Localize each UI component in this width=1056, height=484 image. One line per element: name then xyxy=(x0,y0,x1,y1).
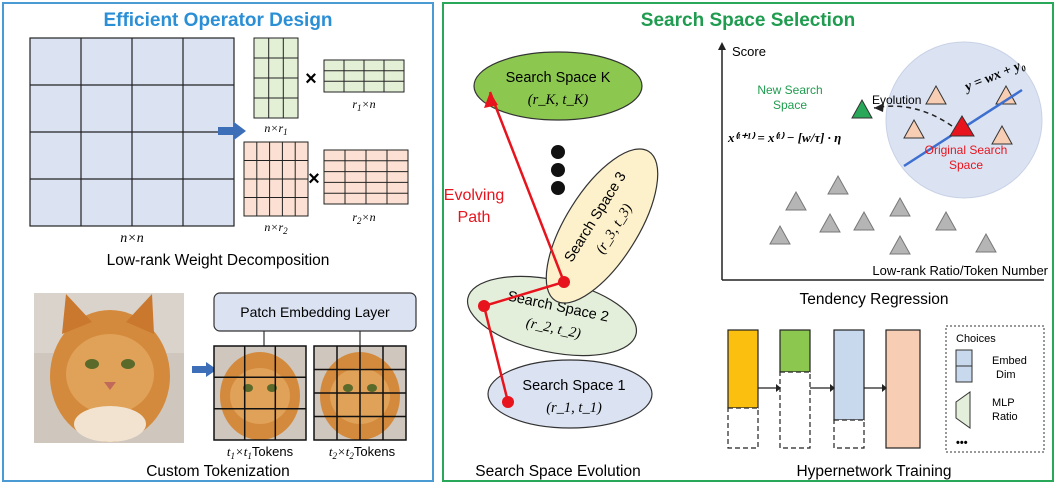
tokenize-arrow-icon xyxy=(192,362,217,377)
choice2-label: Ratio xyxy=(992,411,1018,423)
multiply-icon: × xyxy=(305,68,317,90)
mlp-ratio-icon xyxy=(955,391,971,429)
candidate-points xyxy=(769,174,997,255)
score-axis-label: Score xyxy=(732,44,766,59)
decomposition-caption: Low-rank Weight Decomposition xyxy=(107,252,330,269)
original-space-marker xyxy=(949,115,975,137)
multiply-icon-2: × xyxy=(308,168,320,190)
choices-legend: Choices Embed Dim MLP Ratio ••• xyxy=(945,325,1045,453)
evolving-path-label: Path xyxy=(458,209,491,226)
neighbor-points xyxy=(903,84,1017,145)
new-space-marker xyxy=(851,98,873,119)
regression-plot: Score Low-rank Ratio/Token Number xyxy=(718,41,1049,281)
new-space-label: New Search xyxy=(757,83,822,97)
choice1-label: Dim xyxy=(996,369,1016,381)
factor1-left-matrix xyxy=(253,37,299,119)
original-space-label: Space xyxy=(949,158,983,172)
search-space-1-label: Search Space 1 xyxy=(522,378,625,394)
ellipsis-dot xyxy=(551,163,565,177)
search-space-1: Search Space 1 (r_1, t_1) xyxy=(487,359,653,429)
choice2-label: MLP xyxy=(992,397,1015,409)
panel-title: Efficient Operator Design xyxy=(103,10,333,31)
search-space-k: Search Space K (r_K, t_K) xyxy=(473,51,643,121)
factor1-right-label: r1×n xyxy=(352,97,375,113)
ellipsis-dot xyxy=(551,145,565,159)
search-space-3: Search Space 3 (r_3, t_3) xyxy=(545,148,659,304)
x-axis-label: Low-rank Ratio/Token Number xyxy=(872,263,1048,278)
factor1-left-label: n×r1 xyxy=(264,121,287,137)
search-space-diagram: Search Space K (r_K, t_K) Search Space 1… xyxy=(444,41,1049,480)
cat-image xyxy=(34,293,184,443)
new-space-label: Space xyxy=(773,98,807,112)
factor2-right-label: r2×n xyxy=(352,210,375,226)
full-weight-matrix xyxy=(29,37,235,227)
factor2-left-matrix xyxy=(243,141,309,217)
choice1-label: Embed xyxy=(992,355,1027,367)
regression-caption: Tendency Regression xyxy=(799,291,948,308)
decompose-arrow-icon xyxy=(218,122,246,140)
tokenization-caption: Custom Tokenization xyxy=(146,463,290,480)
patch-embedding-label: Patch Embedding Layer xyxy=(240,304,390,320)
big-matrix-label: n×n xyxy=(120,231,143,246)
search-space-panel: Search Space Selection Search Space K (r… xyxy=(442,2,1054,482)
evolution-label: Evolution xyxy=(872,93,921,107)
more-choices-icon: ••• xyxy=(956,437,968,449)
update-equation: x⁽ᵗ⁺¹⁾ = x⁽ᵗ⁾ − [w/τ] · η xyxy=(727,130,841,145)
hypernetwork-caption: Hypernetwork Training xyxy=(796,463,951,480)
factor2-left-label: n×r2 xyxy=(264,220,288,236)
original-space-label: Original Search xyxy=(925,143,1008,157)
operator-design-diagram: n×n n×r1 × r1×n xyxy=(29,37,417,480)
search-space-1-params: (r_1, t_1) xyxy=(546,400,602,416)
evolution-caption: Search Space Evolution xyxy=(475,463,640,480)
tokens1-label: t1×t1Tokens xyxy=(227,444,294,461)
tokenized-image-1 xyxy=(213,345,307,441)
patch-embedding-layer xyxy=(213,292,417,332)
operator-design-panel: Efficient Operator Design n×n n×r1 xyxy=(2,2,434,482)
choices-title: Choices xyxy=(956,333,996,345)
hypernetwork-blocks xyxy=(727,329,921,449)
tokenized-image-2 xyxy=(313,345,407,441)
evolving-path xyxy=(478,91,570,408)
factor1-right-matrix xyxy=(323,59,405,93)
search-space-k-params: (r_K, t_K) xyxy=(528,92,589,108)
tokens2-label: t2×t2Tokens xyxy=(329,444,396,461)
panel-title: Search Space Selection xyxy=(640,10,856,31)
ellipsis-dot xyxy=(551,181,565,195)
search-space-k-label: Search Space K xyxy=(506,70,611,86)
evolving-path-label: Evolving xyxy=(444,187,504,204)
factor2-right-matrix xyxy=(323,149,409,205)
